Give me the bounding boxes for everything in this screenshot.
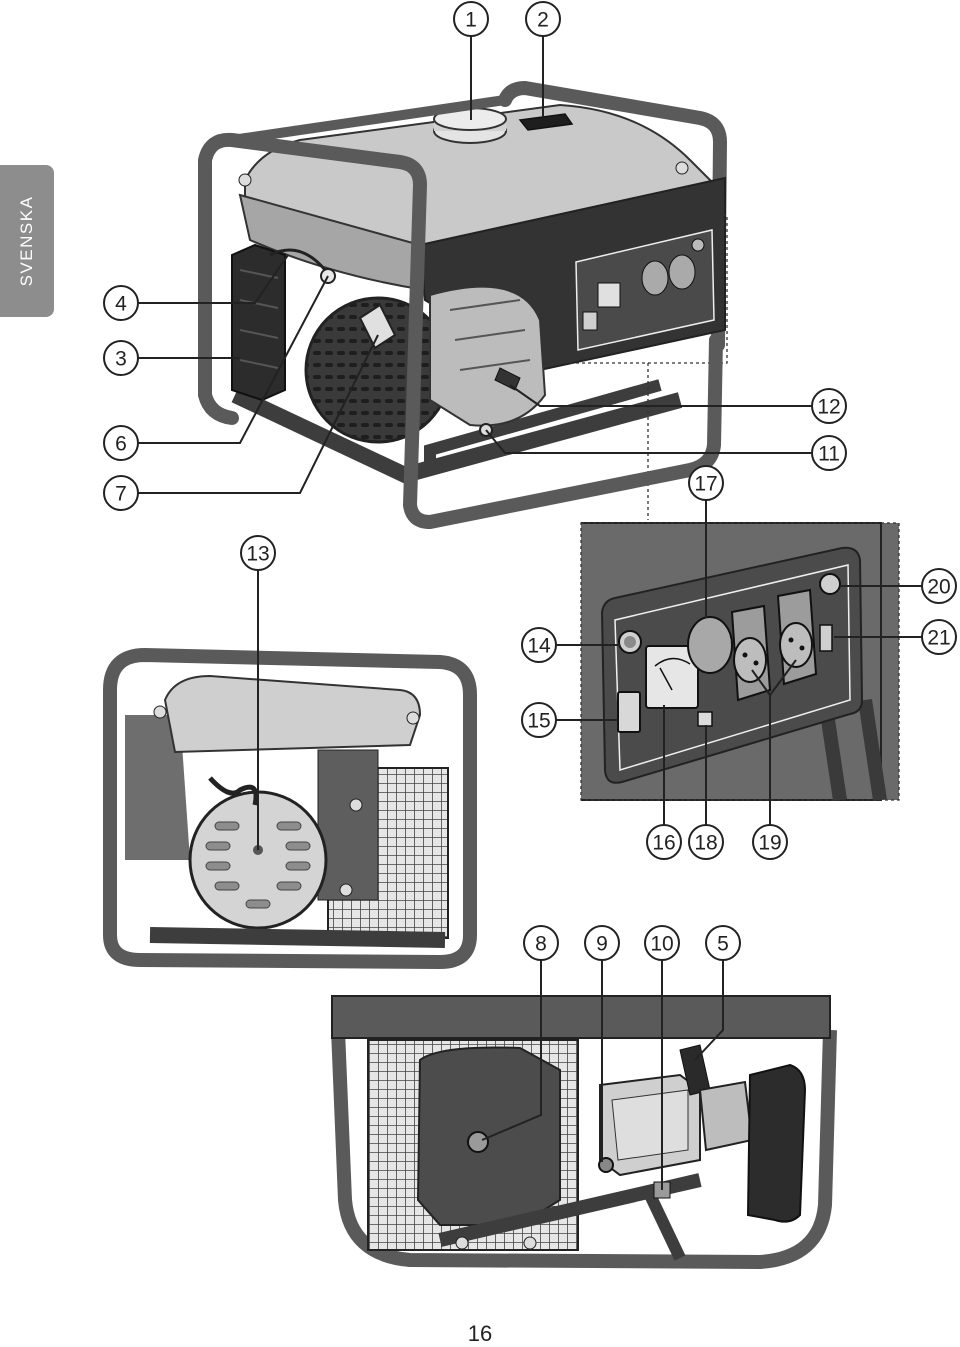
- svg-text:21: 21: [927, 627, 950, 650]
- leader-lines: [138, 36, 922, 1190]
- callout-9: 9: [584, 925, 620, 961]
- fuel-gauge: [518, 113, 574, 131]
- callout-13: 13: [240, 535, 276, 571]
- eng-top-bar: [331, 995, 831, 1039]
- callout-14: 14: [521, 627, 557, 663]
- muffler-bolt: [467, 1131, 489, 1153]
- callout-11: 11: [811, 435, 847, 471]
- callout-15: 15: [521, 702, 557, 738]
- svg-text:14: 14: [527, 635, 551, 658]
- callout-4: 4: [103, 285, 139, 321]
- panel-socket-small-1: [641, 260, 669, 296]
- svg-text:4: 4: [115, 293, 127, 316]
- engine-detail: [449, 299, 531, 371]
- panel-meter-small: [597, 282, 621, 308]
- callout-16: 16: [646, 824, 682, 860]
- panel-breaker-small: [691, 238, 705, 252]
- eng-air-filter: [746, 1063, 807, 1223]
- engine-switch: [617, 691, 641, 733]
- carburetor: [698, 1080, 754, 1152]
- svg-text:8: 8: [535, 933, 547, 956]
- svg-text:11: 11: [818, 443, 840, 466]
- alt-wire: [208, 776, 259, 806]
- panel-socket-small-2: [668, 254, 696, 290]
- air-filter: [231, 243, 286, 402]
- svg-text:1: 1: [465, 9, 477, 32]
- engine-block: [429, 285, 547, 427]
- fuel-line: [269, 248, 327, 271]
- starter-handle: [358, 303, 397, 350]
- eng-leg: [644, 1192, 686, 1261]
- alternator-vents: [205, 821, 311, 909]
- ground-terminal: [697, 711, 713, 727]
- callout-5: 5: [705, 925, 741, 961]
- frame-back: [498, 80, 728, 352]
- svg-text:5: 5: [717, 933, 729, 956]
- dc-socket: [819, 624, 833, 652]
- svg-text:15: 15: [527, 710, 550, 733]
- alternator-view: [103, 647, 477, 970]
- engine-view: [331, 995, 837, 1270]
- callout-2: 2: [525, 1, 561, 37]
- svg-text:13: 13: [246, 543, 269, 566]
- callout-21: 21: [921, 619, 957, 655]
- callout-18: 18: [688, 824, 724, 860]
- callout-7: 7: [103, 475, 139, 511]
- eng-frame: [331, 1029, 837, 1270]
- page-number: 16: [467, 1321, 493, 1346]
- control-panel-detail: [580, 522, 900, 802]
- panel-zoom-box: [566, 214, 728, 364]
- svg-text:16: 16: [652, 832, 675, 855]
- alt-body-dark: [317, 749, 379, 901]
- svg-text:19: 19: [758, 832, 781, 855]
- svg-text:6: 6: [115, 433, 127, 456]
- callout-10: 10: [644, 925, 680, 961]
- alt-dark-side: [125, 715, 190, 860]
- callout-3: 3: [103, 340, 139, 376]
- svg-text:10: 10: [650, 933, 673, 956]
- breaker-cover: [687, 616, 733, 674]
- svg-text:3: 3: [115, 348, 127, 371]
- callout-20: 20: [921, 568, 957, 604]
- svg-text:18: 18: [694, 832, 717, 855]
- oil-fill: [494, 367, 521, 391]
- svg-text:12: 12: [817, 396, 840, 419]
- alt-base-rail: [149, 927, 446, 948]
- callout-8: 8: [523, 925, 559, 961]
- callout-17: 17: [688, 465, 724, 501]
- power-socket-1: [730, 604, 772, 702]
- reset-button: [819, 573, 841, 595]
- alt-frame: [103, 647, 477, 970]
- panel-switch-small: [582, 311, 598, 331]
- svg-text:9: 9: [596, 933, 608, 956]
- frame-top-rail: [227, 95, 510, 145]
- callout-1: 1: [453, 1, 489, 37]
- generator-main-view: [198, 80, 728, 529]
- panel-detail-dotted: [580, 522, 900, 801]
- frame-front: [198, 132, 723, 529]
- svg-text:17: 17: [694, 473, 717, 496]
- callout-19: 19: [752, 824, 788, 860]
- language-tab: SVENSKA: [0, 165, 54, 317]
- svg-text:2: 2: [537, 9, 549, 32]
- alt-tank: [163, 674, 422, 754]
- power-socket-2: [776, 588, 818, 686]
- svg-text:7: 7: [115, 483, 127, 506]
- callout-12: 12: [811, 388, 847, 424]
- svg-text:20: 20: [927, 576, 950, 599]
- callout-6: 6: [103, 425, 139, 461]
